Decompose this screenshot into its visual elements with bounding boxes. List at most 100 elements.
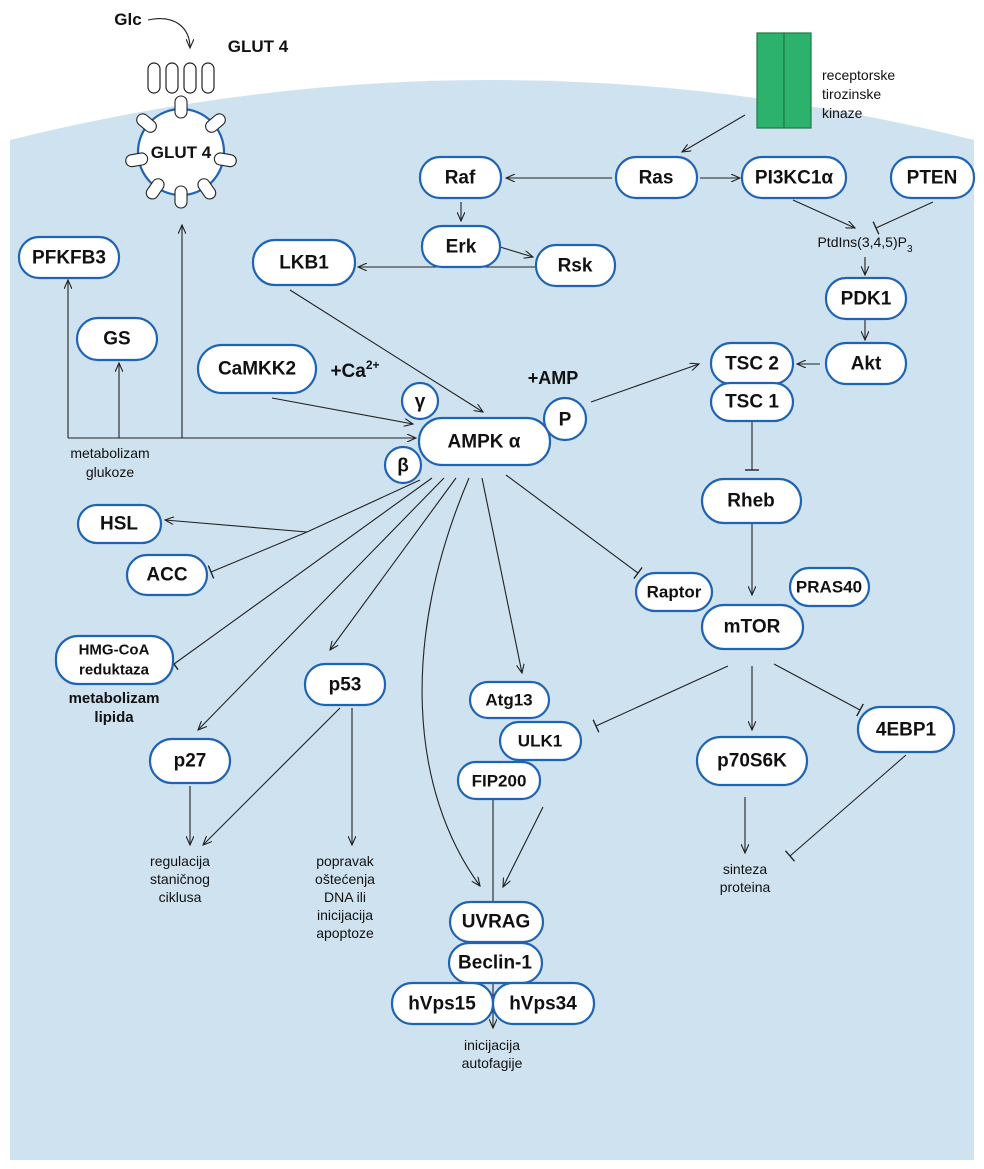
amp-label: +AMP <box>528 368 579 388</box>
node-gs: GS <box>75 316 159 362</box>
svg-text:HSL: HSL <box>100 514 138 535</box>
popravak-label-1: popravak <box>316 853 375 869</box>
svg-text:PI3KC1α: PI3KC1α <box>755 168 834 189</box>
svg-text:Beclin-1: Beclin-1 <box>458 953 532 974</box>
receptor-label-2: tirozinske <box>822 86 881 102</box>
svg-text:β: β <box>397 456 409 477</box>
receptor-tyrosine-kinase <box>756 32 812 129</box>
popravak-label-2: oštećenja <box>315 871 375 887</box>
popravak-label-3: DNA ili <box>324 889 366 905</box>
ca-label: +Ca2+ <box>330 358 379 382</box>
node-erk: Erk <box>420 224 502 269</box>
glut4-vesicle-label: GLUT 4 <box>151 143 212 162</box>
svg-text:Raf: Raf <box>445 168 476 189</box>
node-p70s6k: p70S6K <box>695 735 809 787</box>
autofagija-label-1: inicijacija <box>464 1037 520 1053</box>
node-p27: p27 <box>148 737 232 785</box>
svg-text:LKB1: LKB1 <box>279 253 329 274</box>
svg-text:PRAS40: PRAS40 <box>796 578 862 597</box>
receptor-label-3: kinaze <box>822 105 863 121</box>
popravak-label-4: inicijacija <box>317 907 373 923</box>
node-tsc2: TSC 2 <box>709 341 795 386</box>
node-pten: PTEN <box>889 155 976 200</box>
svg-text:p27: p27 <box>174 751 207 772</box>
node-ulk1: ULK1 <box>498 720 583 762</box>
svg-text:Rheb: Rheb <box>727 491 775 512</box>
svg-text:ULK1: ULK1 <box>518 732 562 751</box>
svg-text:ACC: ACC <box>146 565 187 586</box>
node-acc: ACC <box>125 553 209 597</box>
svg-text:p70S6K: p70S6K <box>717 751 787 772</box>
svg-text:TSC 1: TSC 1 <box>725 392 779 413</box>
node-beclin1: Beclin-1 <box>447 941 544 985</box>
ptdins-label: PtdIns(3,4,5)P3 <box>817 234 913 255</box>
node-mtor: mTOR <box>700 603 805 651</box>
node-ampk: AMPK α <box>417 416 552 467</box>
regulacija-label-2: staničnog <box>150 871 210 887</box>
regulacija-label-1: regulacija <box>150 853 210 869</box>
sinteza-label-1: sinteza <box>723 861 768 877</box>
node-pras40: PRAS40 <box>788 566 871 608</box>
svg-text:reduktaza: reduktaza <box>79 662 150 679</box>
node-hsl: HSL <box>76 503 163 545</box>
metabolizam-glukoze-label-1: metabolizam <box>70 445 149 461</box>
popravak-label-5: apoptoze <box>316 925 374 941</box>
svg-text:FIP200: FIP200 <box>472 772 527 791</box>
node-pdk1: PDK1 <box>824 276 908 321</box>
svg-text:PDK1: PDK1 <box>841 289 892 310</box>
regulacija-label-3: ciklusa <box>159 889 202 905</box>
node-hvps34: hVps34 <box>491 981 596 1026</box>
metabolizam-lipida-label-1: metabolizam <box>69 690 160 707</box>
node-atg13: Atg13 <box>468 680 551 720</box>
autofagija-label-2: autofagije <box>462 1055 523 1071</box>
subunit-phospho: P <box>542 396 588 442</box>
receptor-label-1: receptorske <box>822 67 895 83</box>
svg-text:Ras: Ras <box>639 168 674 189</box>
svg-text:CaMKK2: CaMKK2 <box>218 359 296 380</box>
svg-text:UVRAG: UVRAG <box>462 912 531 933</box>
svg-text:AMPK α: AMPK α <box>448 432 521 453</box>
svg-text:P: P <box>559 410 572 431</box>
glc-label: Glc <box>114 10 141 29</box>
subunit-gamma: γ <box>400 381 440 421</box>
sinteza-label-2: proteina <box>720 879 771 895</box>
svg-text:PTEN: PTEN <box>907 168 958 189</box>
svg-text:mTOR: mTOR <box>724 617 781 638</box>
node-p53: p53 <box>303 662 387 707</box>
node-rheb: Rheb <box>700 477 803 525</box>
node-fip200: FIP200 <box>456 760 542 801</box>
node-akt: Akt <box>824 341 908 386</box>
svg-text:HMG-CoA: HMG-CoA <box>79 642 150 659</box>
node-hmgcoa: HMG-CoA reduktaza <box>54 634 175 686</box>
subunit-beta: β <box>383 445 423 485</box>
svg-text:GS: GS <box>103 329 130 350</box>
svg-text:hVps15: hVps15 <box>408 994 476 1015</box>
node-hvps15: hVps15 <box>390 981 495 1026</box>
svg-text:Akt: Akt <box>851 354 882 375</box>
svg-text:Rsk: Rsk <box>558 256 593 277</box>
node-4ebp1: 4EBP1 <box>856 705 956 754</box>
svg-text:hVps34: hVps34 <box>509 994 577 1015</box>
glut4-vesicle-icon <box>125 95 237 209</box>
node-camkk2: CaMKK2 <box>196 343 318 395</box>
svg-text:p53: p53 <box>329 675 362 696</box>
node-uvrag: UVRAG <box>448 900 545 944</box>
glut4-membrane-label: GLUT 4 <box>228 37 289 56</box>
svg-text:TSC 2: TSC 2 <box>725 354 779 375</box>
glut4-transporter-icon <box>147 62 215 94</box>
edges <box>68 114 934 1028</box>
node-tsc1: TSC 1 <box>709 381 795 423</box>
svg-text:Raptor: Raptor <box>647 583 702 602</box>
svg-text:Erk: Erk <box>446 237 477 258</box>
node-pi3kc1a: PI3KC1α <box>740 155 848 200</box>
node-pfkfb3: PFKFB3 <box>17 235 121 280</box>
node-ras: Ras <box>614 155 699 200</box>
svg-text:Atg13: Atg13 <box>485 691 532 710</box>
node-rsk: Rsk <box>534 243 617 288</box>
metabolizam-glukoze-label-2: glukoze <box>86 464 134 480</box>
svg-text:PFKFB3: PFKFB3 <box>32 248 106 269</box>
node-lkb1: LKB1 <box>251 238 357 287</box>
node-raptor: Raptor <box>634 571 714 613</box>
metabolizam-lipida-label-2: lipida <box>94 709 134 726</box>
